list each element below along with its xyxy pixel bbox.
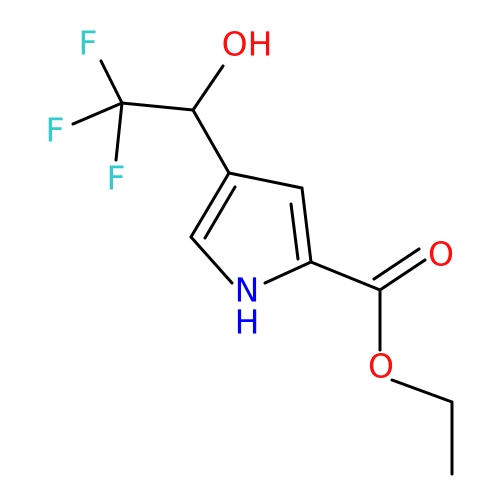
atom-nh-n: N xyxy=(235,271,260,310)
atom-label-layer: F F F OH O O N H xyxy=(46,24,454,386)
bond-ring-c4-c3 xyxy=(227,171,304,190)
bond-c-f-left xyxy=(71,101,124,126)
atom-f-left: F xyxy=(46,111,65,150)
bond-choh-ring xyxy=(191,108,231,175)
atom-carbonyl-o: O xyxy=(428,235,454,274)
bond-c-f-top xyxy=(99,59,124,105)
bond-ester-o-ch2 xyxy=(390,378,454,404)
atom-f-bottom: F xyxy=(107,159,126,198)
atom-f-top: F xyxy=(79,24,98,63)
atom-nh-h: H xyxy=(235,303,260,342)
bond-layer xyxy=(71,59,454,476)
bond-cf3-choh xyxy=(120,101,195,112)
atom-oh: OH xyxy=(222,25,273,64)
bond-c-f-bottom xyxy=(114,101,124,162)
bond-ring-c3-c2 xyxy=(300,186,313,264)
bond-carbonyl-o-1 xyxy=(378,258,427,292)
atom-ester-o: O xyxy=(368,347,394,386)
bond-carbonyl-o-2 xyxy=(372,247,421,281)
bond-ring-n1-c5 xyxy=(189,235,234,285)
bond-ring-c2-n1 xyxy=(263,260,313,285)
bond-ring-c5-c4 xyxy=(189,171,231,239)
bond-ring-c3-c2-inner xyxy=(289,202,300,261)
bond-ring-carbonyl xyxy=(309,260,382,292)
bond-choh-oh xyxy=(191,64,225,112)
bond-ring-c5-c4-inner xyxy=(203,185,237,240)
